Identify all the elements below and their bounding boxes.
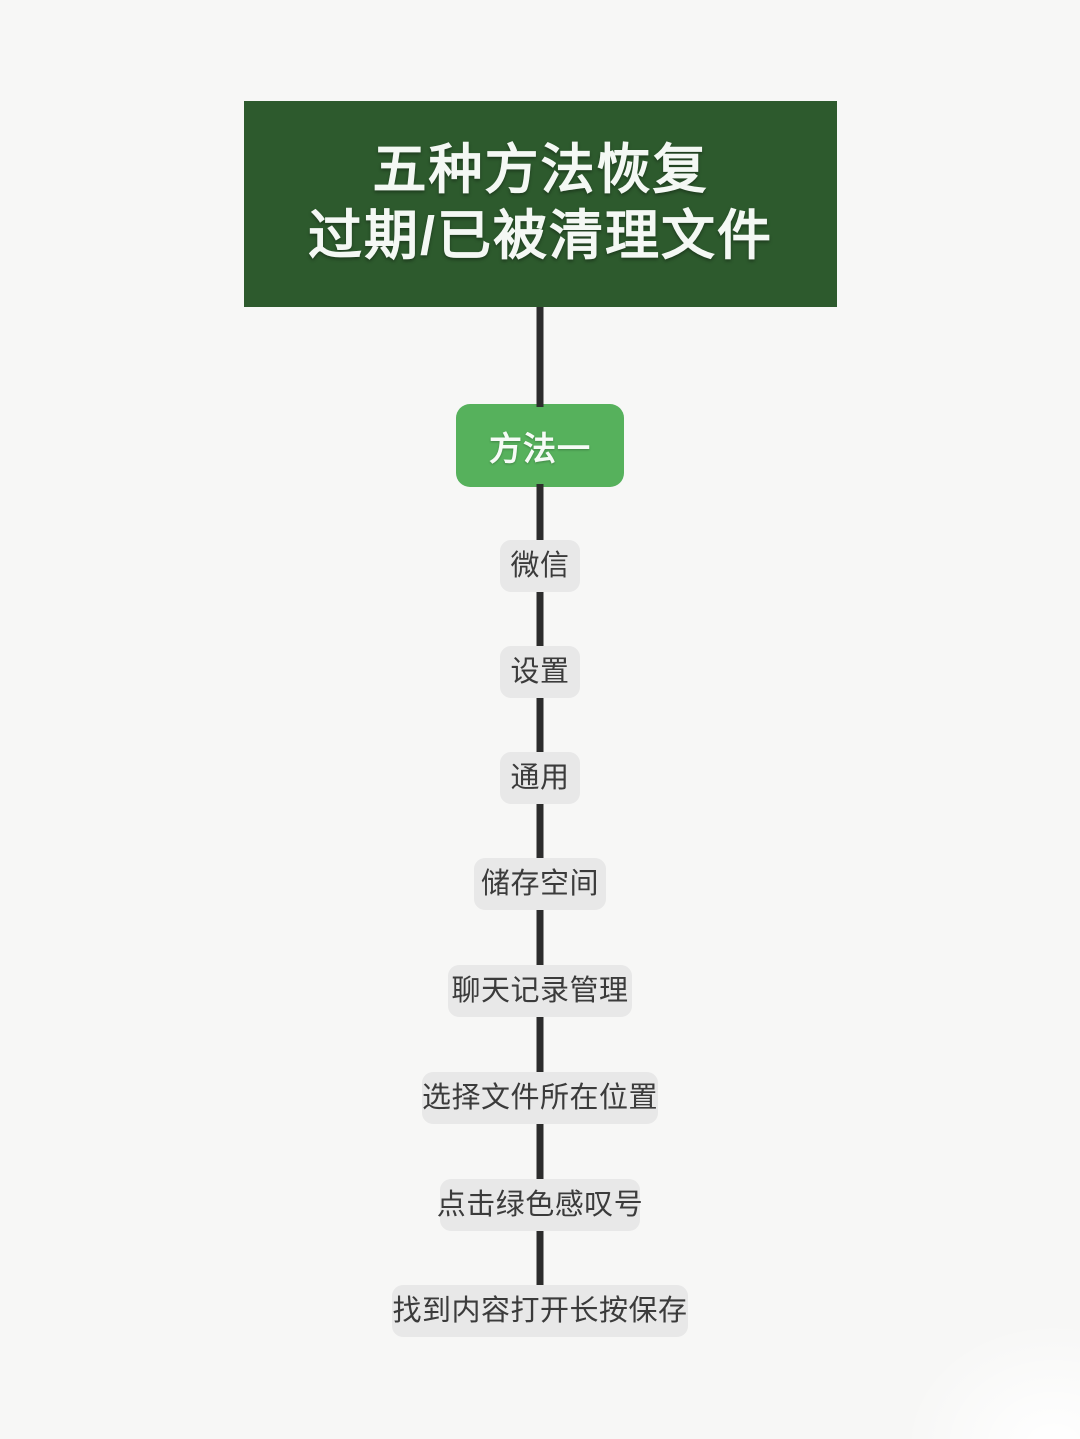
- flow-connector: [536, 590, 544, 648]
- flow-step-label: 储存空间: [481, 867, 600, 900]
- flow-connector: [536, 1015, 544, 1074]
- flow-step[interactable]: 通用: [500, 752, 580, 804]
- flow-step[interactable]: 点击绿色感叹号: [437, 1179, 643, 1231]
- flow-connector: [536, 802, 544, 860]
- flow-step-label: 点击绿色感叹号: [436, 1188, 644, 1221]
- flow-connector: [536, 1229, 544, 1287]
- flow-step-label: 找到内容打开长按保存: [392, 1294, 688, 1327]
- flow-connector: [536, 908, 544, 967]
- flow-step[interactable]: 聊天记录管理: [448, 965, 632, 1017]
- flow-connector: [536, 1122, 544, 1181]
- method-badge[interactable]: 方法一: [456, 404, 624, 487]
- title-banner: 五种方法恢复 过期/已被清理文件: [244, 101, 837, 307]
- flow-step[interactable]: 选择文件所在位置: [422, 1072, 658, 1124]
- corner-highlight: [900, 1319, 1080, 1439]
- title-line-1: 五种方法恢复: [372, 140, 709, 201]
- flow-step-label: 选择文件所在位置: [422, 1081, 659, 1114]
- flow-step[interactable]: 找到内容打开长按保存: [392, 1285, 688, 1337]
- flow-step[interactable]: 储存空间: [474, 858, 606, 910]
- method-badge-label: 方法一: [489, 429, 591, 467]
- title-line-2: 过期/已被清理文件: [307, 206, 773, 266]
- flow-connector: [536, 484, 544, 544]
- flow-step[interactable]: 微信: [500, 540, 580, 592]
- flow-connector: [536, 696, 544, 754]
- flow-step-label: 微信: [510, 549, 570, 582]
- flow-step-label: 设置: [510, 655, 570, 688]
- flow-step-label: 聊天记录管理: [451, 974, 629, 1007]
- flow-step-label: 通用: [510, 761, 570, 794]
- flow-step[interactable]: 设置: [500, 646, 580, 698]
- flow-connector: [536, 307, 544, 407]
